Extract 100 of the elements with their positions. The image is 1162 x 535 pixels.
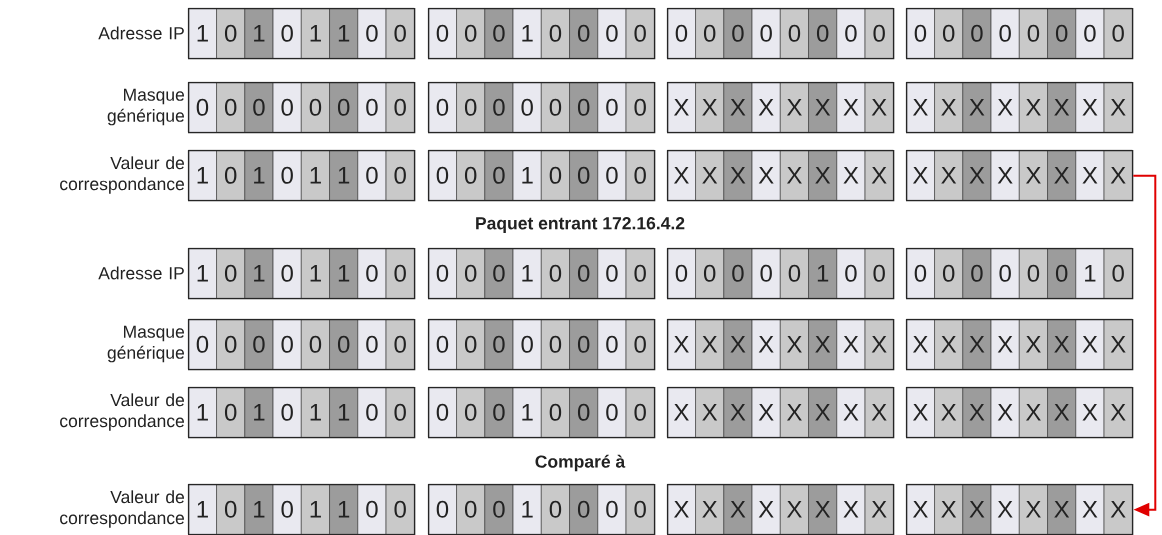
bit-cell: 0 bbox=[385, 248, 415, 299]
bit-cell: 0 bbox=[569, 319, 599, 370]
bit-cell: X bbox=[1103, 82, 1133, 133]
bit-cell: 0 bbox=[1103, 248, 1133, 299]
bit-cell: 0 bbox=[216, 387, 246, 438]
bit-cell: X bbox=[1103, 484, 1133, 535]
bit-cell: 0 bbox=[569, 150, 599, 201]
bit-cell: X bbox=[780, 319, 809, 370]
bit-cell: 0 bbox=[385, 150, 415, 201]
bit-cell: 0 bbox=[990, 8, 1020, 59]
bit-cell: 1 bbox=[808, 248, 838, 299]
octet-box bbox=[667, 8, 895, 60]
bit-cell: 0 bbox=[456, 248, 486, 299]
bit-cell: 0 bbox=[272, 484, 302, 535]
octet-box bbox=[667, 484, 895, 535]
bit-cell: 0 bbox=[569, 248, 599, 299]
bit-cell: 1 bbox=[512, 150, 542, 201]
bit-cell: X bbox=[1047, 82, 1077, 133]
bit-cell: X bbox=[780, 150, 809, 201]
bit-cell: X bbox=[667, 387, 696, 438]
bit-cell: X bbox=[780, 82, 809, 133]
octet-box bbox=[428, 248, 656, 300]
bit-cell: 0 bbox=[541, 387, 570, 438]
octet-box bbox=[667, 319, 895, 371]
bit-cell: X bbox=[906, 150, 935, 201]
octet-box bbox=[188, 82, 416, 134]
bit-cell: 0 bbox=[216, 82, 246, 133]
bit-cell: X bbox=[1047, 387, 1077, 438]
octet-box bbox=[428, 387, 656, 439]
bit-cell: 0 bbox=[569, 82, 599, 133]
bit-cell: X bbox=[667, 484, 696, 535]
octet-box bbox=[667, 150, 895, 202]
bit-cell: X bbox=[667, 150, 696, 201]
bit-cell: 0 bbox=[428, 387, 457, 438]
row-label: Valeur de correspondance bbox=[60, 393, 184, 431]
bit-cell: 1 bbox=[301, 484, 330, 535]
bit-cell: X bbox=[1103, 319, 1133, 370]
bit-cell: 0 bbox=[456, 319, 486, 370]
bit-cell: 0 bbox=[541, 82, 570, 133]
bit-cell: 1 bbox=[188, 248, 217, 299]
bit-cell: 0 bbox=[385, 319, 415, 370]
bit-cell: X bbox=[906, 387, 935, 438]
octet-box bbox=[906, 319, 1134, 371]
bit-cell: 0 bbox=[329, 82, 359, 133]
bit-cell: X bbox=[1103, 387, 1133, 438]
bit-cell: 0 bbox=[456, 82, 486, 133]
arrow bbox=[1132, 174, 1157, 517]
octet-box bbox=[428, 319, 656, 371]
bit-cell: 1 bbox=[329, 484, 359, 535]
octet-box bbox=[428, 82, 656, 134]
bit-cell: X bbox=[1019, 82, 1048, 133]
bit-cell: 0 bbox=[272, 248, 302, 299]
bit-cell: X bbox=[695, 150, 725, 201]
row-label: Masque générique bbox=[107, 88, 185, 126]
bit-cell: X bbox=[934, 484, 964, 535]
octet-box bbox=[906, 150, 1134, 202]
octet-box bbox=[428, 484, 656, 535]
bit-cell: X bbox=[751, 387, 781, 438]
bit-cell: 0 bbox=[934, 248, 964, 299]
bit-cell: 0 bbox=[625, 387, 655, 438]
bit-cell: 0 bbox=[906, 8, 935, 59]
bit-cell: 1 bbox=[512, 248, 542, 299]
section-heading: Comparé à bbox=[535, 454, 626, 472]
bit-cell: X bbox=[1103, 150, 1133, 201]
bit-cell: 0 bbox=[569, 484, 599, 535]
octet-box bbox=[188, 484, 416, 535]
bit-cell: X bbox=[1019, 319, 1048, 370]
row-label: Adresse IP bbox=[98, 26, 184, 40]
bit-cell: 0 bbox=[428, 319, 457, 370]
bit-cell: 0 bbox=[1047, 8, 1077, 59]
bit-cell: X bbox=[864, 387, 894, 438]
bit-cell: 0 bbox=[808, 8, 838, 59]
bit-cell: 0 bbox=[751, 8, 781, 59]
bit-cell: 1 bbox=[188, 387, 217, 438]
bit-cell: 0 bbox=[625, 484, 655, 535]
bit-cell: X bbox=[695, 319, 725, 370]
bit-cell: 0 bbox=[272, 319, 302, 370]
octet-box bbox=[428, 150, 656, 202]
bit-cell: X bbox=[934, 387, 964, 438]
bit-cell: 0 bbox=[990, 248, 1020, 299]
bit-cell: 0 bbox=[428, 150, 457, 201]
bit-cell: 0 bbox=[272, 150, 302, 201]
bit-cell: 0 bbox=[751, 248, 781, 299]
bit-cell: 0 bbox=[272, 82, 302, 133]
octet-box bbox=[428, 8, 656, 60]
bit-cell: X bbox=[695, 484, 725, 535]
bit-cell: X bbox=[1047, 319, 1077, 370]
bit-cell: 0 bbox=[456, 387, 486, 438]
bit-cell: 1 bbox=[512, 8, 542, 59]
bit-cell: X bbox=[808, 484, 838, 535]
row-label: Valeur de correspondance bbox=[60, 490, 184, 528]
bit-cell: 0 bbox=[695, 248, 725, 299]
bit-cell: X bbox=[695, 387, 725, 438]
bit-cell: 0 bbox=[541, 484, 570, 535]
bit-cell: X bbox=[934, 82, 964, 133]
bit-cell: X bbox=[751, 319, 781, 370]
bit-cell: 0 bbox=[385, 387, 415, 438]
bit-cell: X bbox=[990, 319, 1020, 370]
octet-box bbox=[667, 82, 895, 134]
bit-cell: 0 bbox=[667, 8, 696, 59]
